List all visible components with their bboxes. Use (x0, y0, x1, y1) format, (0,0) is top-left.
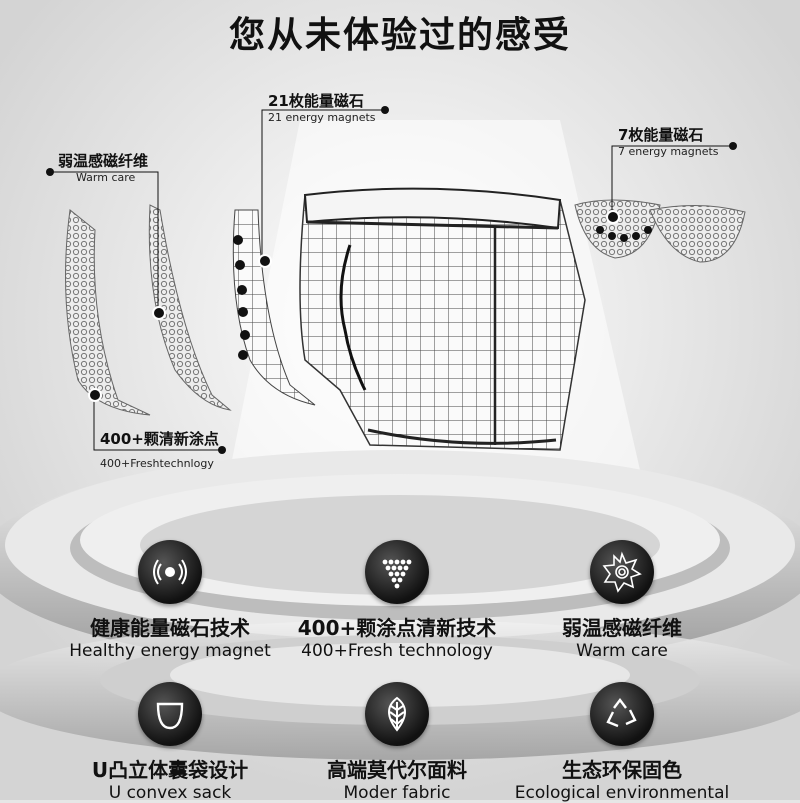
feature-subtitle: U convex sack (108, 783, 232, 803)
callout-warm-fiber: 弱温感磁纤维 Warm care (58, 150, 148, 184)
feature-title: U凸立体囊袋设计 (91, 758, 249, 782)
feature-subtitle: 400+Fresh technology (301, 641, 493, 661)
callout-dot (218, 446, 226, 454)
callout-dot (46, 168, 54, 176)
callout-leaders (52, 109, 733, 451)
pouch-icon (138, 682, 202, 746)
callout-en: 21 energy magnets (268, 111, 376, 124)
callout-dot (88, 388, 102, 402)
callout-en: 7 energy magnets (618, 145, 719, 158)
feature-fresh-dots: 400+颗涂点清新技术 400+Fresh technology (287, 540, 507, 661)
callout-dot (381, 106, 389, 114)
feature-title: 弱温感磁纤维 (562, 616, 682, 640)
platform (0, 450, 800, 760)
feature-warm-care: 弱温感磁纤维 Warm care (512, 540, 732, 661)
callout-dot (729, 142, 737, 150)
callout-en: Warm care (76, 171, 136, 184)
fabric-layer-warm-fiber (148, 204, 232, 411)
feature-modal-fabric: 高端莫代尔面料 Moder fabric (287, 682, 507, 803)
leaf-icon (365, 682, 429, 746)
dot-triangle-icon (365, 540, 429, 604)
callout-7-magnets: 7枚能量磁石 7 energy magnets (618, 124, 719, 158)
callout-cn: 弱温感磁纤维 (58, 152, 149, 170)
callout-400-fresh-dots: 400+颗清新涂点 400+Freshtechnlogy (100, 428, 219, 470)
fabric-layer-magnets (232, 209, 316, 406)
feature-title: 健康能量磁石技术 (90, 616, 250, 640)
magnet-pads-right (574, 199, 746, 263)
sun-flower-icon (590, 540, 654, 604)
recycle-icon (590, 682, 654, 746)
callout-dot (606, 210, 620, 224)
feature-u-convex-sack: U凸立体囊袋设计 U convex sack (60, 682, 280, 803)
page-headline: 您从未体验过的感受 (228, 15, 571, 56)
callout-cn: 400+颗清新涂点 (100, 430, 219, 448)
feature-title: 高端莫代尔面料 (327, 758, 467, 782)
feature-subtitle: Moder fabric (343, 783, 451, 803)
feature-healthy-magnet: 健康能量磁石技术 Healthy energy magnet (60, 540, 280, 661)
feature-title: 生态环保固色 (562, 758, 682, 782)
feature-subtitle: Ecological environmental (514, 783, 730, 803)
fabric-layer-mesh (65, 209, 151, 416)
feature-eco-color: 生态环保固色 Ecological environmental (512, 682, 732, 803)
magnet-pulse-icon (138, 540, 202, 604)
callout-dot (152, 306, 166, 320)
feature-subtitle: Warm care (576, 641, 668, 661)
callout-en: 400+Freshtechnlogy (100, 457, 214, 470)
callout-cn: 7枚能量磁石 (618, 126, 704, 144)
feature-title: 400+颗涂点清新技术 (297, 616, 497, 640)
callout-dot (258, 254, 272, 268)
feature-subtitle: Healthy energy magnet (69, 641, 271, 661)
callout-21-magnets: 21枚能量磁石 21 energy magnets (268, 90, 376, 124)
boxer-briefs (299, 187, 586, 451)
callout-cn: 21枚能量磁石 (268, 92, 364, 110)
